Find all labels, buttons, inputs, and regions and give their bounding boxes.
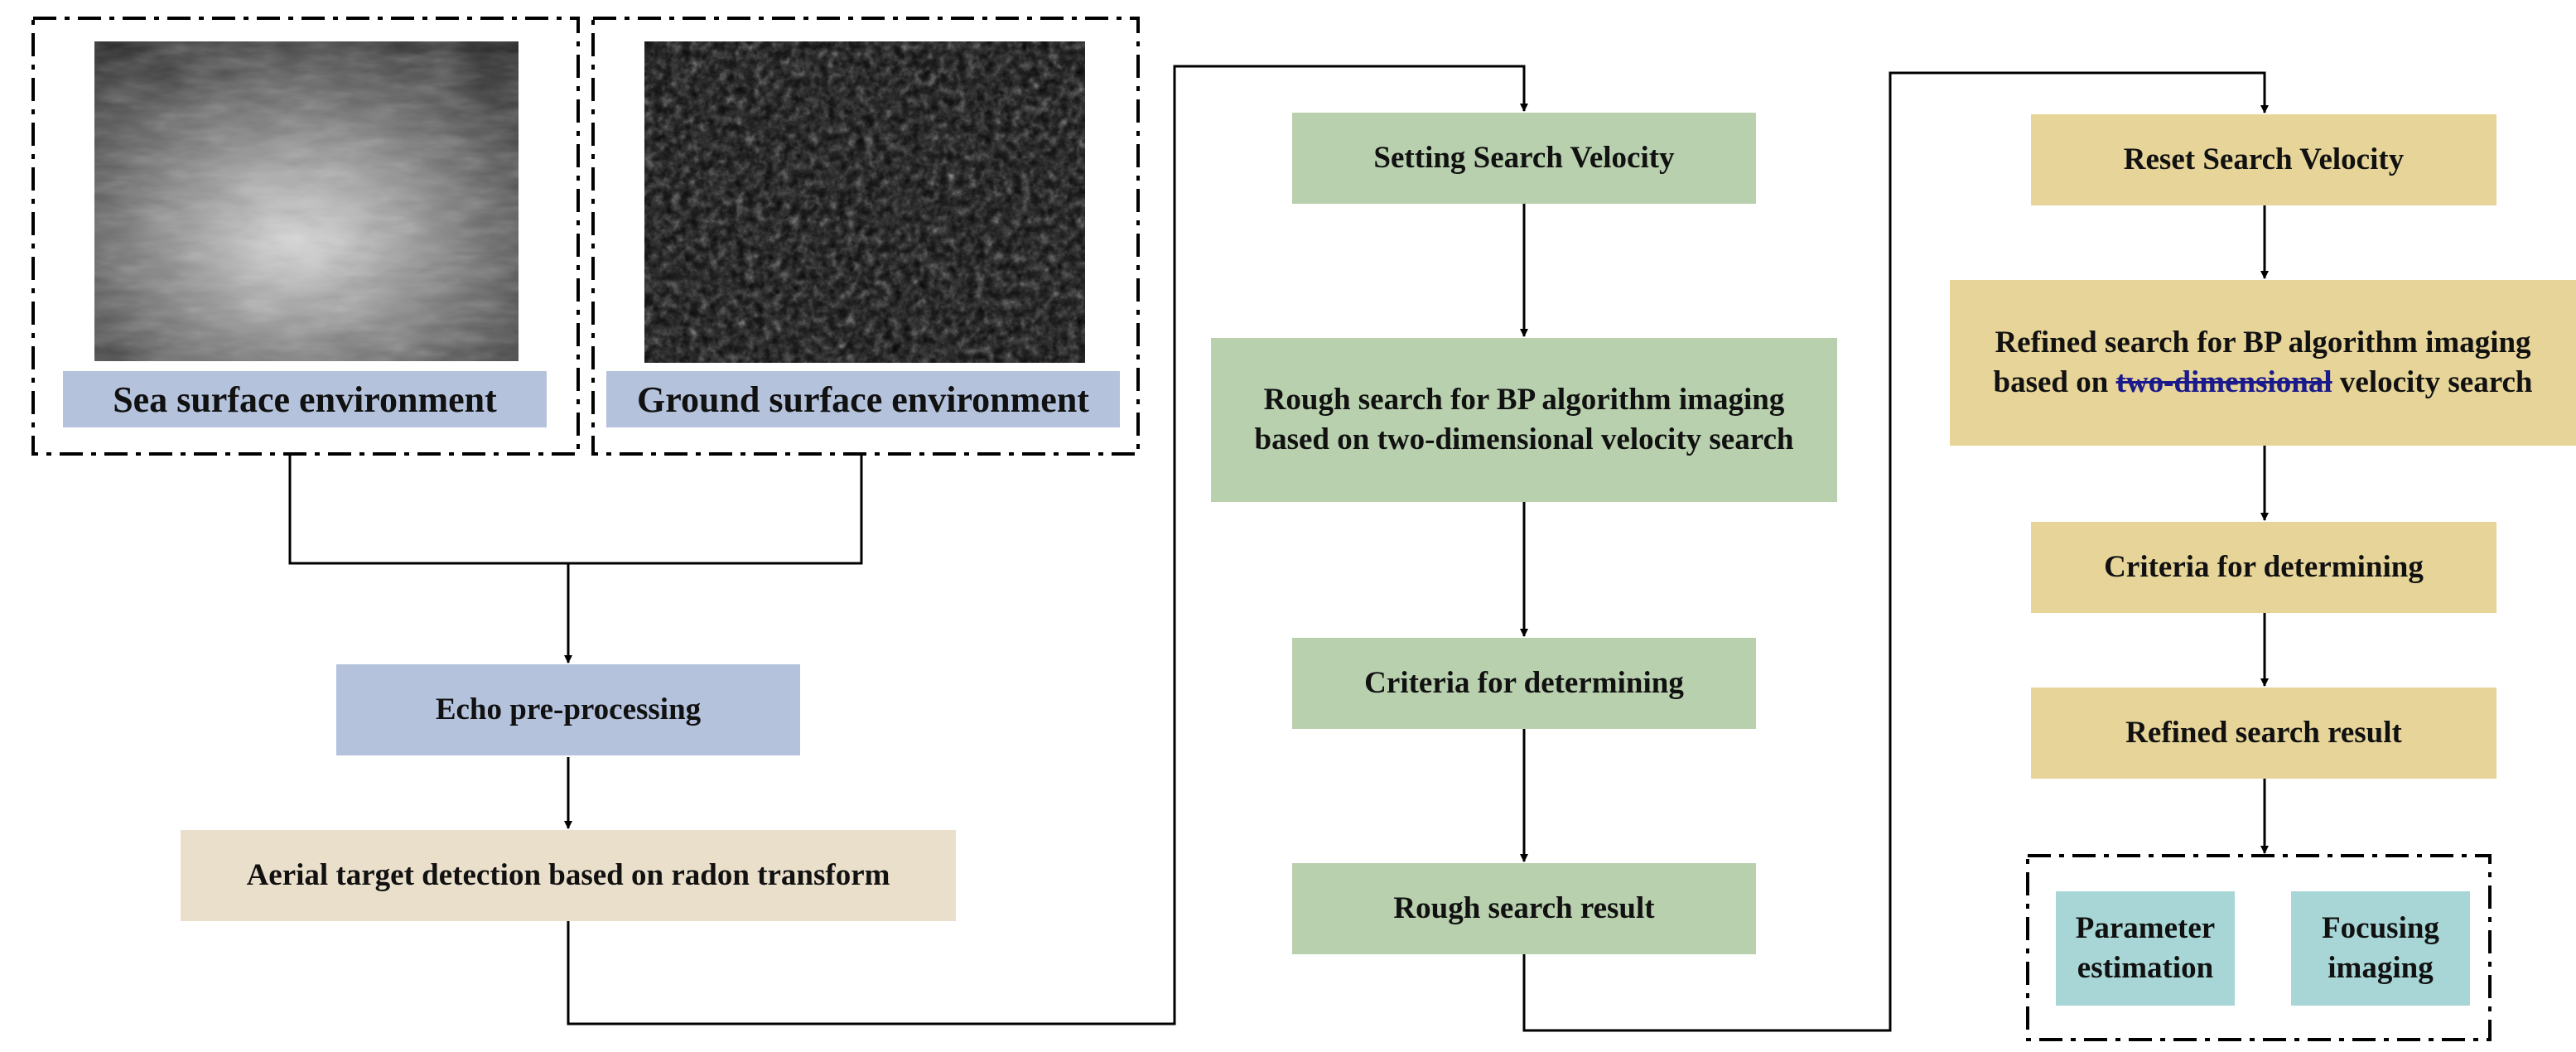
rough-search-result-box: Rough search result: [1292, 863, 1756, 954]
ground-panel-frame: [591, 17, 1140, 456]
ground-surface-label: Ground surface environment: [606, 371, 1120, 427]
refined-search-line-1: Refined search for BP algorithm imaging: [1995, 325, 2531, 360]
refined-search-box: Refined search for BP algorithm imaging …: [1950, 280, 2576, 446]
refined-search-line-2: based on two-dimensional velocity search: [1994, 363, 2533, 403]
parameter-estimation-line-2: estimation: [2077, 951, 2214, 985]
setting-search-velocity-box: Setting Search Velocity: [1292, 113, 1756, 204]
rough-search-line-2: based on two-dimensional velocity search: [1254, 422, 1794, 456]
output-group-frame: [2026, 854, 2492, 1041]
refined-criteria-box: Criteria for determining: [2031, 522, 2496, 613]
parameter-estimation-box: Parameter estimation: [2056, 891, 2235, 1006]
sea-surface-image: [94, 41, 519, 361]
merge-connector: [288, 454, 863, 663]
refined-search-line-2-post: velocity search: [2332, 365, 2533, 399]
refined-search-result-box: Refined search result: [2031, 688, 2496, 779]
focusing-imaging-line-1: Focusing: [2322, 910, 2439, 945]
aerial-to-setting-connector: [567, 65, 1528, 1025]
focusing-imaging-box: Focusing imaging: [2291, 891, 2470, 1006]
sea-surface-label: Sea surface environment: [63, 371, 547, 427]
rough-result-to-reset-connector: [1522, 71, 2269, 1032]
rough-search-line-1: Rough search for BP algorithm imaging: [1263, 382, 1785, 417]
aerial-target-detection-box: Aerial target detection based on radon t…: [181, 830, 956, 921]
refined-search-struck-word: two-dimensional: [2115, 365, 2332, 399]
ground-surface-image: [644, 41, 1085, 363]
reset-search-velocity-box: Reset Search Velocity: [2031, 114, 2496, 205]
refined-search-line-2-pre: based on: [1993, 365, 2116, 399]
echo-preprocessing-box: Echo pre-processing: [336, 664, 800, 755]
rough-search-box: Rough search for BP algorithm imaging ba…: [1211, 338, 1837, 502]
focusing-imaging-line-2: imaging: [2328, 951, 2434, 985]
rough-criteria-box: Criteria for determining: [1292, 638, 1756, 729]
sea-panel-frame: [31, 17, 580, 456]
parameter-estimation-line-1: Parameter: [2075, 910, 2216, 945]
